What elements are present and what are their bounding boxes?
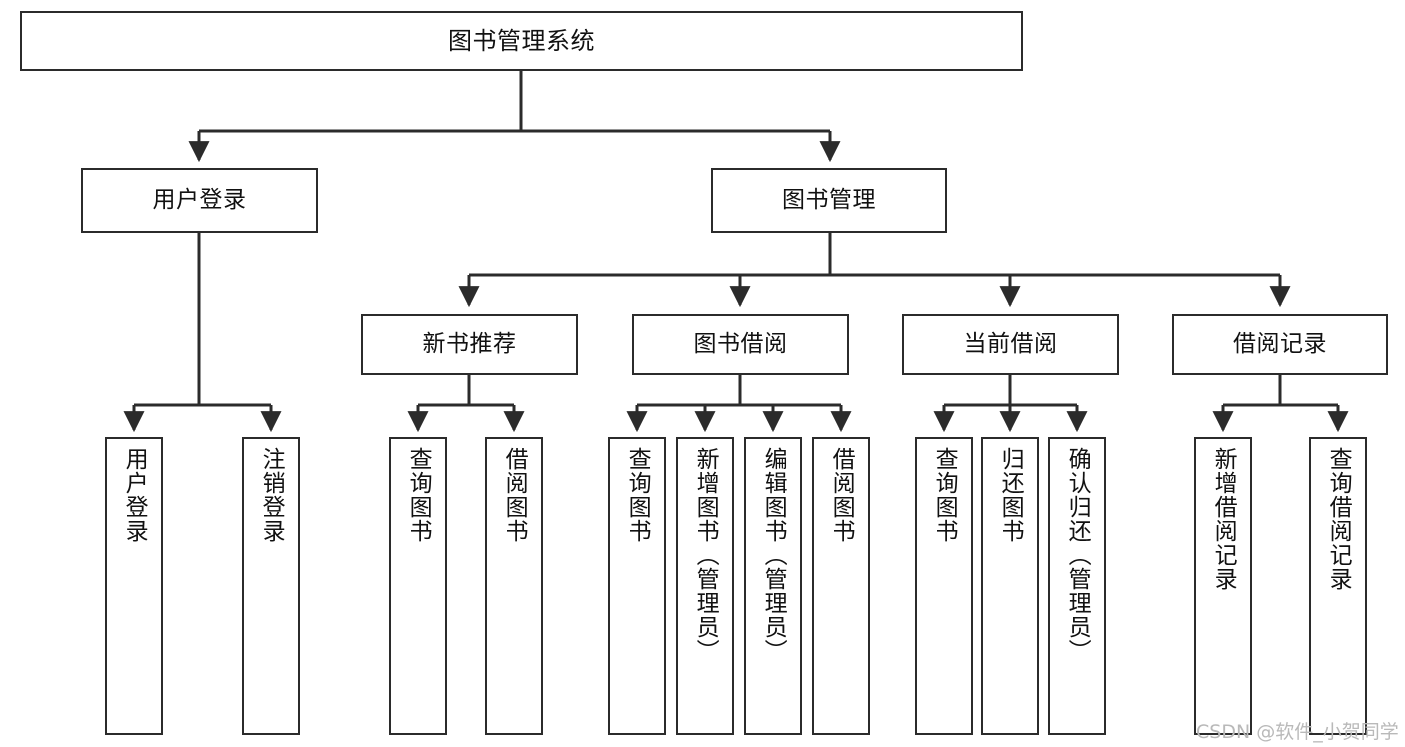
- leaf-book-borrow-query[interactable]: 查询图书: [608, 437, 666, 735]
- leaf-current-borrow-query[interactable]: 查询图书: [915, 437, 973, 735]
- node-current-borrow[interactable]: 当前借阅: [902, 314, 1119, 375]
- leaf-current-borrow-return[interactable]: 归还图书: [981, 437, 1039, 735]
- csdn-watermark: CSDN @软件_小贺同学: [1196, 721, 1399, 743]
- leaf-borrow-record-query[interactable]: 查询借阅记录: [1309, 437, 1367, 735]
- node-label: 用户登录: [152, 186, 247, 213]
- node-label: 用户登录: [121, 447, 148, 543]
- node-label: 查询图书: [624, 447, 651, 543]
- node-user-login[interactable]: 用户登录: [81, 168, 318, 233]
- node-label: 图书管理系统: [448, 26, 595, 55]
- node-label: 借阅记录: [1233, 330, 1327, 357]
- leaf-book-borrow-add[interactable]: 新增图书（管理员）: [676, 437, 734, 735]
- leaf-book-borrow-borrow[interactable]: 借阅图书: [812, 437, 870, 735]
- node-label: 归还图书: [997, 447, 1024, 543]
- node-book-management[interactable]: 图书管理: [711, 168, 947, 233]
- node-label: 新增借阅记录: [1210, 447, 1237, 591]
- node-root-system[interactable]: 图书管理系统: [20, 11, 1023, 71]
- node-label: 新增图书（管理员）: [692, 447, 719, 663]
- node-label: 查询图书: [931, 447, 958, 543]
- leaf-new-book-query[interactable]: 查询图书: [389, 437, 447, 735]
- node-label: 当前借阅: [963, 330, 1058, 357]
- node-label: 查询借阅记录: [1325, 447, 1352, 591]
- leaf-user-login-logout[interactable]: 注销登录: [242, 437, 300, 735]
- node-label: 新书推荐: [422, 330, 517, 357]
- node-label: 借阅图书: [501, 447, 528, 543]
- node-label: 查询图书: [405, 447, 432, 543]
- node-label: 图书借阅: [693, 330, 788, 357]
- leaf-current-borrow-confirm[interactable]: 确认归还（管理员）: [1048, 437, 1106, 735]
- node-label: 确认归还（管理员）: [1064, 447, 1091, 663]
- leaf-user-login-login[interactable]: 用户登录: [105, 437, 163, 735]
- node-book-borrow[interactable]: 图书借阅: [632, 314, 849, 375]
- node-label: 图书管理: [782, 186, 876, 213]
- node-new-book-recommend[interactable]: 新书推荐: [361, 314, 578, 375]
- node-label: 借阅图书: [828, 447, 855, 543]
- leaf-new-book-borrow[interactable]: 借阅图书: [485, 437, 543, 735]
- leaf-book-borrow-edit[interactable]: 编辑图书（管理员）: [744, 437, 802, 735]
- leaf-borrow-record-add[interactable]: 新增借阅记录: [1194, 437, 1252, 735]
- node-borrow-record[interactable]: 借阅记录: [1172, 314, 1388, 375]
- node-label: 注销登录: [258, 447, 285, 543]
- node-label: 编辑图书（管理员）: [760, 447, 787, 663]
